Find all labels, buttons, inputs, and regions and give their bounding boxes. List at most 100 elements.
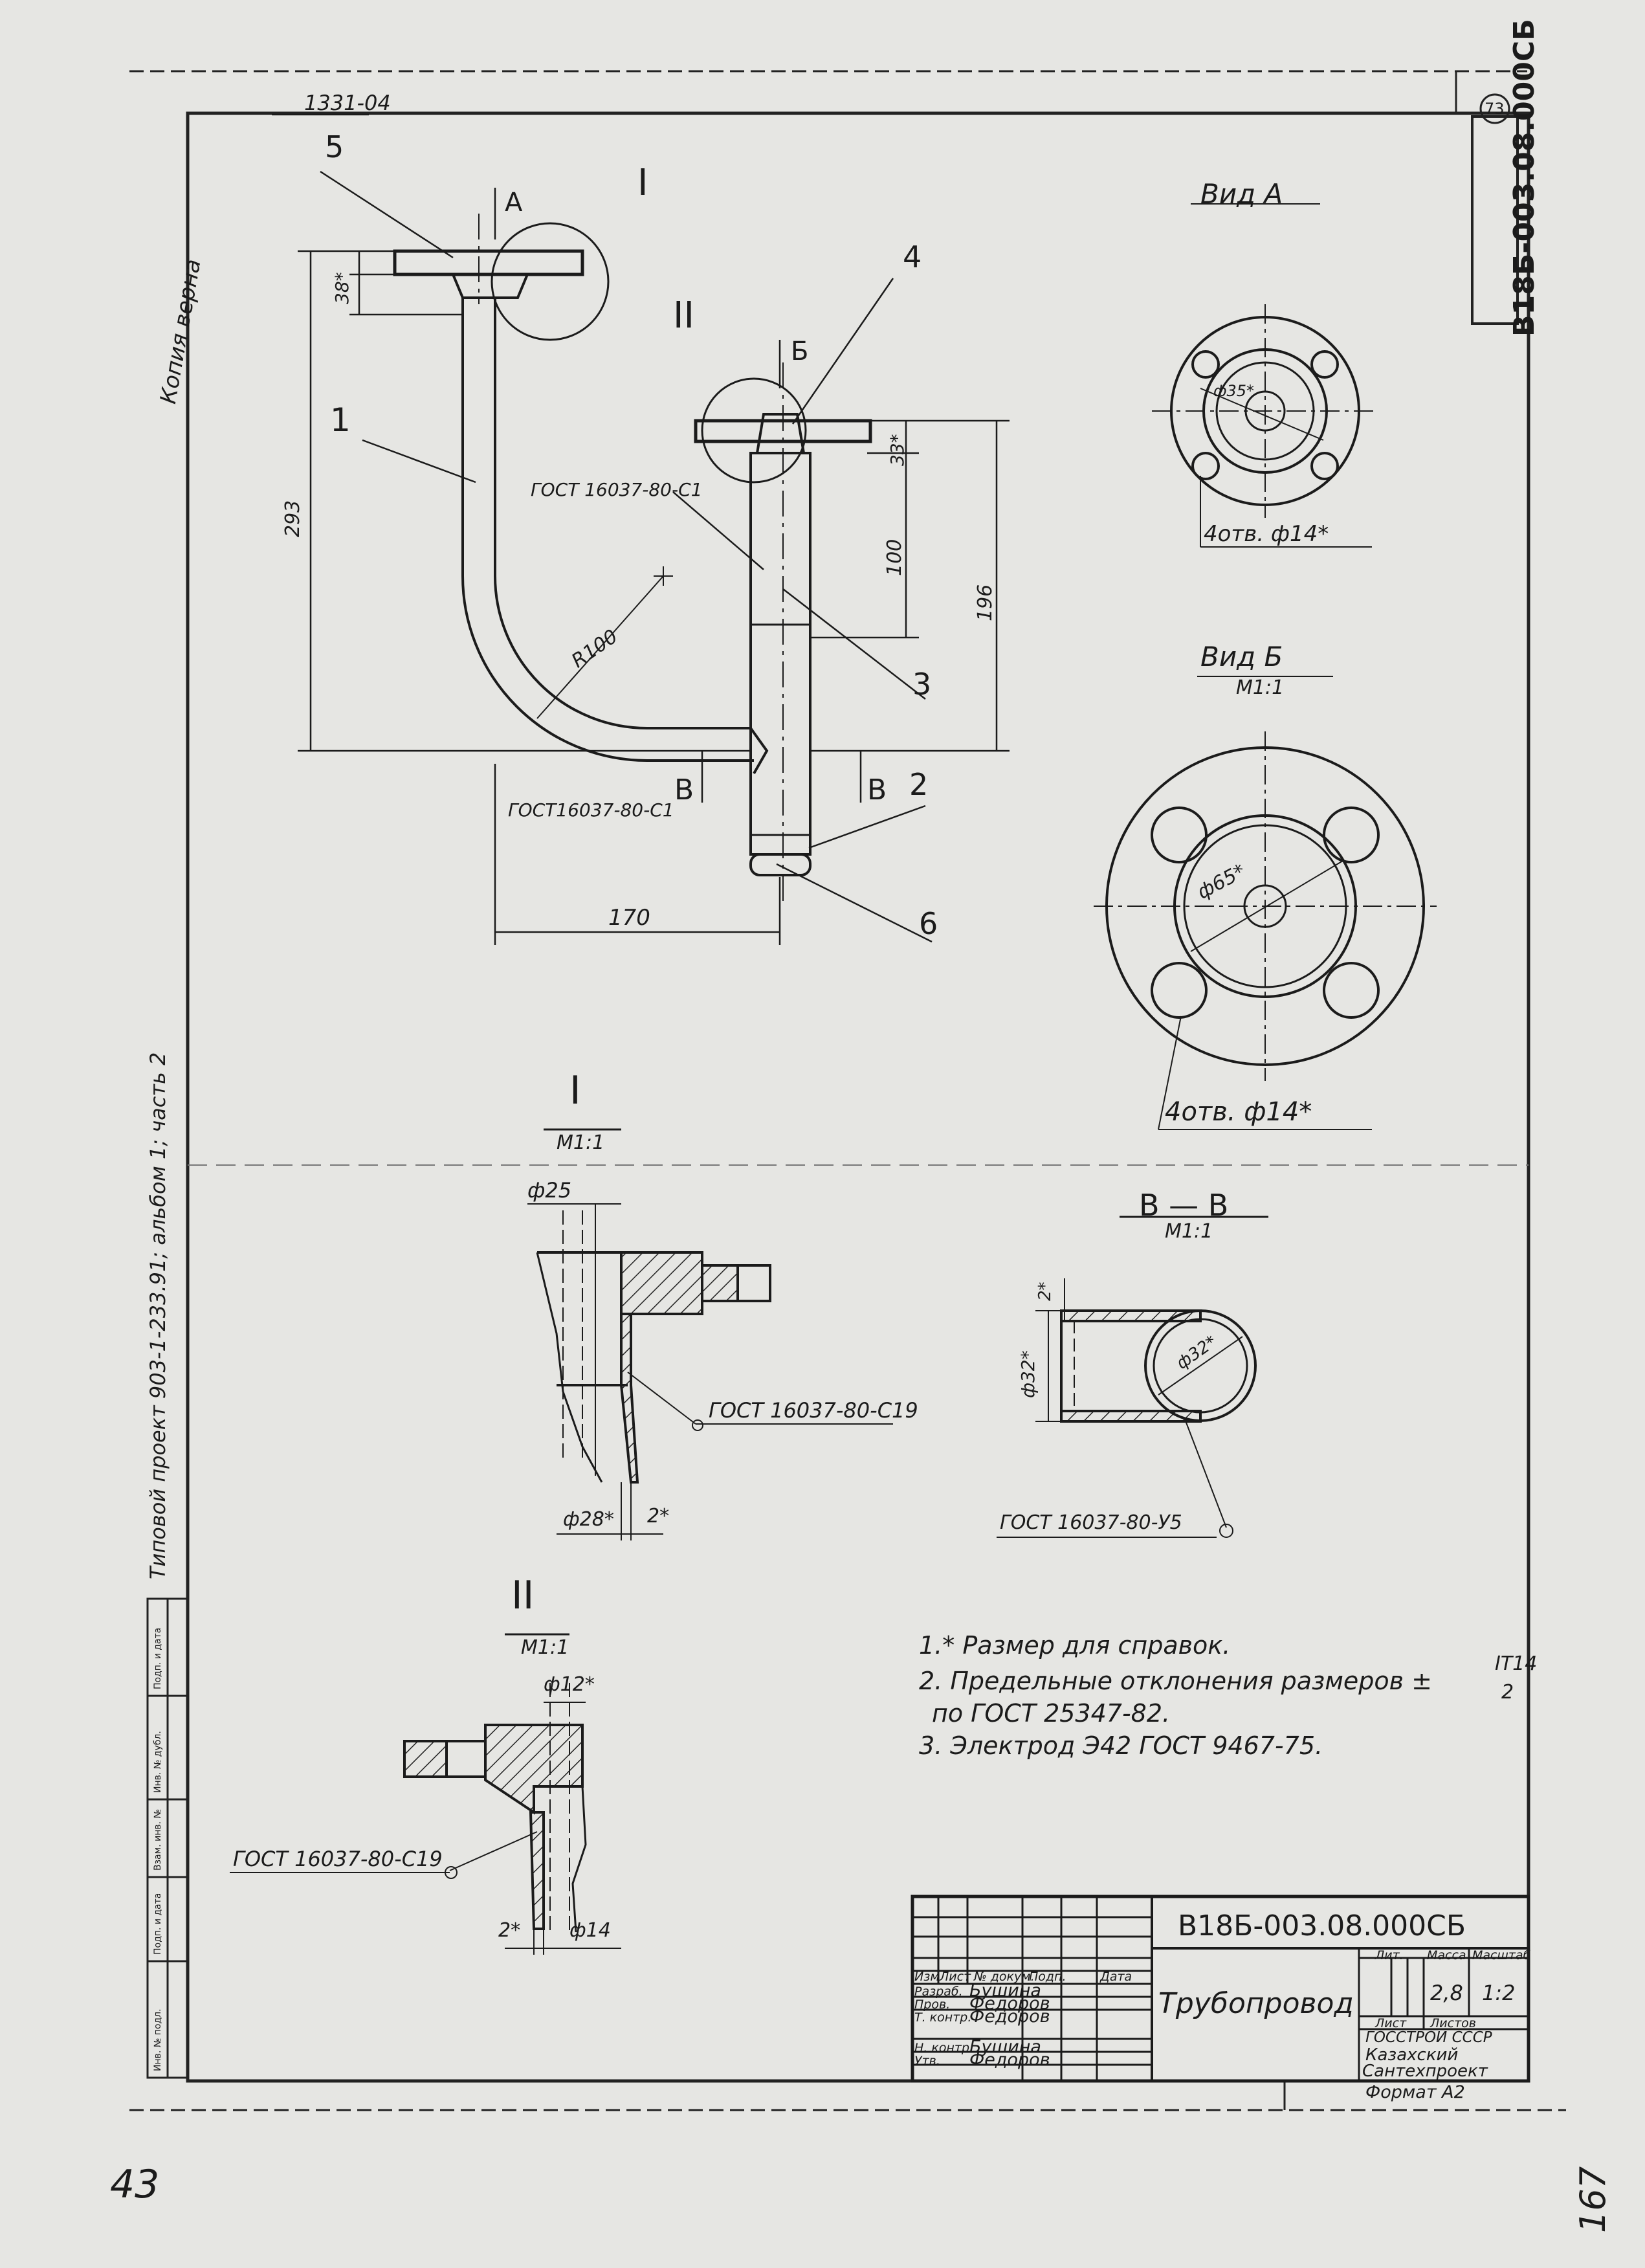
section-mark-v-right: В [867, 773, 887, 806]
left-binding-strip [146, 1597, 189, 2079]
sheet-tag-stamp [1471, 93, 1519, 325]
tb-mass-label: Масса [1427, 1948, 1466, 1962]
dim-293: 293 [282, 500, 304, 537]
dim-196: 196 [974, 584, 997, 621]
tb-mass: 2,8 [1430, 1981, 1463, 2005]
dim-100: 100 [883, 539, 906, 576]
dim-170: 170 [608, 905, 650, 931]
section-vv-view [997, 1216, 1268, 1538]
section-vv-dim-outer: ф32* [1017, 1350, 1039, 1398]
detail-1-view [527, 1128, 893, 1540]
title-block-name: Трубопровод [1158, 1987, 1354, 2020]
detail-2-view [230, 1633, 621, 1955]
strip-label-4: Инв. № дубл. [153, 1731, 163, 1793]
tb-org-1: ГОССТРОЙ СССР [1365, 2029, 1492, 2046]
dim-38: 38* [331, 272, 353, 304]
main-view [393, 214, 872, 906]
view-a-title: Вид А [1200, 178, 1283, 210]
view-b-holes: 4отв. ф14* [1165, 1097, 1312, 1127]
tb-format: Формат А2 [1365, 2082, 1465, 2102]
section-vv-weld: ГОСТ 16037-80-У5 [1000, 1511, 1182, 1534]
page-number-left: 43 [110, 2162, 160, 2207]
detail-2-title: II [511, 1573, 535, 1618]
strip-label-5: Подп. и дата [153, 1627, 163, 1689]
tb-col-izm: Изм [914, 1970, 940, 1984]
tb-role-5: Н. контр. [914, 2041, 974, 2055]
tb-lit-label: Лит. [1375, 1948, 1404, 1962]
tb-sheet-label: Лист [1375, 2016, 1407, 2030]
tb-col-doc: № докум. [974, 1970, 1035, 1984]
strip-label-2: Подп. и дата [153, 1893, 163, 1955]
corner-code: 1331-04 [304, 91, 391, 115]
tb-name-2: Федоров [969, 1994, 1050, 2014]
detail-1-dim-gap: 2* [647, 1505, 670, 1528]
view-b-scale: М1:1 [1236, 676, 1285, 699]
detail-1-dim-bottom: ф28* [563, 1508, 614, 1531]
title-block-designation: В18Б-003.08.000СБ [1178, 1909, 1466, 1942]
section-mark-v-left: В [674, 773, 694, 806]
tb-scale: 1:2 [1482, 1981, 1516, 2005]
tb-name-1: Бушина [969, 1981, 1041, 2001]
view-b-flange [1094, 676, 1437, 1130]
detail-2-dim-bottom: ф14 [569, 1919, 611, 1942]
tb-sheets-label: Листов [1430, 2016, 1476, 2030]
view-a-holes: 4отв. ф14* [1204, 521, 1329, 547]
tb-name-6: Федоров [969, 2050, 1050, 2070]
detail-2-scale: М1:1 [521, 1636, 569, 1659]
detail-2-dim-gap: 2* [498, 1919, 521, 1942]
section-vv-scale: М1:1 [1165, 1220, 1213, 1243]
page-number-right: 167 [1573, 2166, 1613, 2233]
view-b-title: Вид Б [1200, 641, 1283, 673]
tb-col-date: Дата [1100, 1970, 1132, 1984]
main-view-dimensions [272, 113, 1010, 945]
tb-name-3: Федоров [969, 2007, 1050, 2027]
detail-1-title: I [569, 1068, 581, 1113]
view-arrow-a: А [505, 188, 523, 217]
document-code-vertical: В18Б-003.08.000СБ [1508, 19, 1541, 337]
note-2-fraction-bottom: 2 [1501, 1681, 1514, 1704]
tb-role-1: Разраб. [914, 1984, 963, 1999]
detail-2-weld: ГОСТ 16037-80-С19 [233, 1847, 443, 1871]
tb-org-2: Казахский [1365, 2045, 1459, 2065]
callout-2: 2 [909, 767, 929, 802]
note-2: 2. Предельные отклонения размеров ± [919, 1667, 1432, 1695]
strip-label-1: Инв. № подл. [153, 2008, 163, 2071]
title-block-grid [911, 1895, 1530, 2083]
tb-org-3: Сантехпроект [1362, 2062, 1488, 2081]
callout-3: 3 [912, 667, 932, 702]
view-arrow-b: Б [791, 337, 809, 366]
strip-label-3: Взам. инв. № [153, 1808, 163, 1871]
detail-1-weld: ГОСТ 16037-80-С19 [709, 1398, 918, 1423]
callout-4: 4 [903, 239, 922, 274]
view-a-flange [1152, 203, 1378, 548]
dim-33: 33* [887, 434, 908, 466]
detail-2-dim-top: ф12* [544, 1673, 595, 1696]
detail-2-mark: II [673, 295, 695, 337]
callout-1: 1 [330, 401, 351, 439]
detail-1-dim-top: ф25 [527, 1178, 572, 1203]
note-2-fraction-top: IT14 [1495, 1652, 1538, 1675]
note-3: 3. Электрод Э42 ГОСТ 9467-75. [919, 1731, 1323, 1760]
detail-1-scale: М1:1 [557, 1131, 605, 1154]
tb-role-3: Т. контр. [914, 2010, 972, 2025]
tb-role-2: Пров. [914, 1997, 951, 2012]
callout-6: 6 [919, 906, 938, 941]
tb-scale-label: Масштаб [1472, 1948, 1531, 1962]
note-1: 1.* Размер для справок. [919, 1631, 1231, 1660]
project-reference: Типовой проект 903-1-233.91; альбом 1; ч… [146, 1052, 170, 1579]
sheet-frame [129, 70, 1566, 2111]
section-vv-dim-wall: 2* [1035, 1282, 1055, 1301]
detail-1-mark: I [637, 162, 648, 204]
section-vv-title: В — В [1139, 1188, 1229, 1223]
weld-symbol-c1-upper: ГОСТ 16037-80-С1 [531, 479, 703, 500]
note-2-standard: по ГОСТ 25347-82. [932, 1699, 1171, 1728]
tb-name-5: Бушина [969, 2037, 1041, 2057]
weld-symbol-c1-lower: ГОСТ16037-80-С1 [508, 799, 674, 821]
tb-col-sign: Подп. [1029, 1970, 1066, 1984]
view-a-hole-dim: ф35* [1213, 382, 1255, 400]
tb-role-6: Утв. [914, 2054, 940, 2068]
sheet-tag: 73 [1485, 100, 1505, 118]
callout-5: 5 [325, 129, 344, 164]
tb-col-list: Лист [940, 1970, 971, 1984]
